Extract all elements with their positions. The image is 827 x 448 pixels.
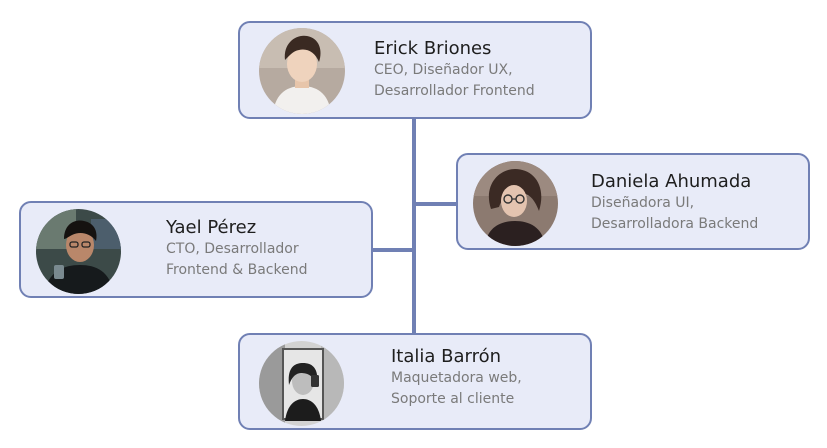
- member-card-daniela: Daniela Ahumada Diseñadora UI, Desarroll…: [456, 153, 810, 250]
- avatar-yael: [36, 209, 121, 294]
- member-role: Soporte al cliente: [391, 391, 515, 407]
- avatar-italia: [259, 341, 344, 426]
- member-card-italia: Italia Barrón Maquetadora web, Soporte a…: [238, 333, 592, 430]
- member-name: Yael Pérez: [166, 217, 257, 238]
- member-name: Italia Barrón: [391, 346, 502, 367]
- member-role: Diseñadora UI,: [591, 195, 695, 211]
- member-role: CTO, Desarrollador: [166, 241, 299, 257]
- member-role: Frontend & Backend: [166, 262, 308, 278]
- avatar-erick: [259, 28, 345, 114]
- member-role: Maquetadora web,: [391, 370, 522, 386]
- member-card-yael: Yael Pérez CTO, Desarrollador Frontend &…: [19, 201, 373, 298]
- member-role: Desarrollador Frontend: [374, 83, 535, 99]
- member-name: Daniela Ahumada: [591, 171, 752, 192]
- member-role: CEO, Diseñador UX,: [374, 62, 513, 78]
- avatar-daniela: [473, 161, 558, 246]
- member-role: Desarrolladora Backend: [591, 216, 759, 232]
- member-name: Erick Briones: [374, 38, 492, 59]
- member-card-erick: Erick Briones CEO, Diseñador UX, Desarro…: [238, 21, 592, 119]
